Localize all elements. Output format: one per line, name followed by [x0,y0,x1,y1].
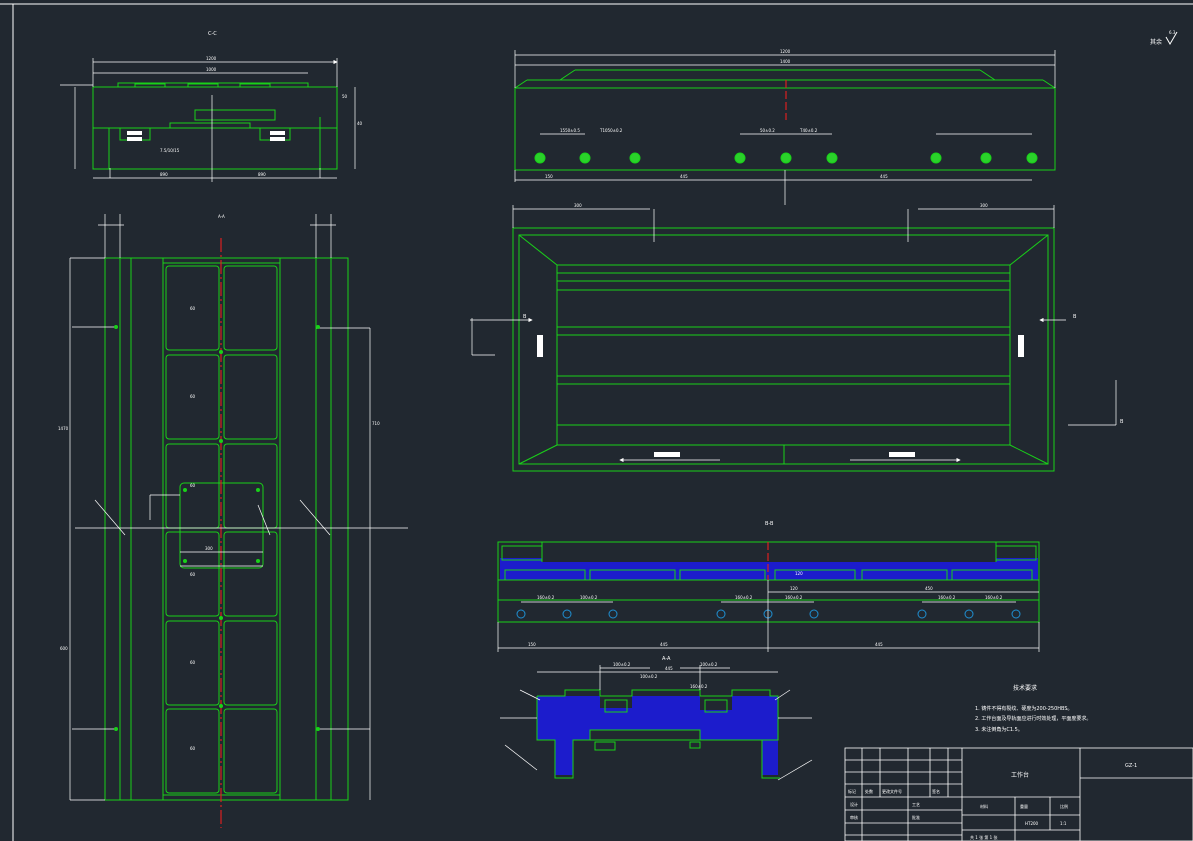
tb-sheet: 共 1 张 第 1 张 [970,834,997,840]
section-b-dim-445b: 445 [875,642,883,647]
section-a-title: A-A [662,656,671,662]
tb-material: HT200 [1025,821,1039,826]
plan-label-b1: B [523,314,527,320]
plan-dim-300b: 300 [980,203,988,208]
top-view-dim-890a: 890 [160,172,168,177]
tb-material-h3: 比例 [1060,803,1068,809]
title-block: 标记 处数 更改文件号 签名 设计 审核 工艺 批准 工作台 材料 重量 比例 … [844,747,1193,841]
section-b-b: B-B [497,521,1040,652]
section-b-label-4: 160±0.2 [785,595,803,600]
tb-role-2: 审核 [850,814,858,820]
left-view: A-A [58,214,408,828]
left-mark-5: 60 [190,660,196,665]
section-b-label-1: 160±0.2 [537,595,555,600]
left-view-title: A-A [218,214,225,219]
plan-label-b2: B [1073,314,1077,320]
tb-header-5: 签名 [932,788,940,794]
top-view-dim-50: 50 [342,94,348,99]
tb-role-3: 工艺 [912,802,920,807]
front-label-4: T40±0.2 [799,128,818,133]
section-b-dim-120: 120 [795,571,803,576]
tb-scale: 1:1 [1060,821,1067,826]
top-view-dim-1000: 1000 [206,67,217,72]
left-mark-6: 60 [190,746,196,751]
left-mark-3: 60 [190,483,196,488]
section-b-label-6: 160±0.2 [985,595,1003,600]
section-b-dim-150: 150 [528,642,536,647]
front-dim-1400: 1400 [780,59,791,64]
tb-part-name: 工作台 [1011,771,1029,779]
top-view-dim-40: 40 [357,121,363,126]
left-dim-1470: 1470 [58,426,69,431]
left-mark-4: 60 [190,572,196,577]
section-b-title: B-B [765,521,774,527]
left-dim-600: 600 [60,646,68,651]
plan-dim-300a: 300 [574,203,582,208]
section-a-label-4: 160±0.2 [690,684,708,689]
top-view-note: 7.5/10/15 [160,148,180,153]
front-label-3: 50±0.2 [760,128,775,133]
section-b-dim-120b: 120 [790,586,798,591]
tb-header-1: 标记 [848,788,856,794]
tb-role-4: 批准 [912,814,920,820]
section-a-a: A-A 100±0.2 100±0.2 100±0.2 160±0.2 [500,656,813,781]
section-a-label-1: 100±0.2 [613,662,631,667]
section-a-label-2: 100±0.2 [700,662,718,667]
front-label-1: 1550±0.5 [560,128,580,133]
left-mark-1: 60 [190,306,196,311]
roughness-label: 其余 [1150,38,1162,46]
section-b-label-3: 160±0.2 [735,595,753,600]
section-b-label-5: 160±0.2 [938,595,956,600]
tech-req-item-3: 3. 未注倒角为C1.5。 [975,726,1023,733]
plan-label-b3: B [1120,419,1124,425]
section-a-dim-445: 445 [665,666,673,671]
front-dim-445a: 445 [680,174,688,179]
tb-drawing-number: GZ-1 [1125,763,1137,769]
tb-material-h1: 材料 [980,803,988,809]
section-b-dim-450: 450 [925,586,933,591]
tb-header-2: 处数 [865,788,873,794]
section-b-dim-445a: 445 [660,642,668,647]
top-view-dim-1200: 1200 [206,56,217,61]
section-a-label-3: 100±0.2 [640,674,658,679]
front-view: 1200 1400 1550±0.5 T1050±0.2 50±0.2 T40±… [514,49,1056,205]
front-dim-150: 150 [545,174,553,179]
tech-req-title: 技术要求 [1013,684,1037,692]
plan-view: 300 300 B B B [470,203,1124,472]
left-dim-710: 710 [372,421,380,426]
tech-req-item-1: 1. 铸件不得有裂纹、硬度为200-250HBS。 [975,705,1073,712]
left-dim-300: 300 [205,546,213,551]
tb-role-1: 设计 [850,801,858,807]
top-view-dim-890b: 890 [258,172,266,177]
drawing-border [0,3,1193,841]
roughness-value: 6.3 [1169,30,1176,35]
front-dim-1200: 1200 [780,49,791,54]
tb-header-4: 更改文件号 [882,788,902,794]
tech-req-item-2: 2. 工作台面及导轨面应进行时效处理，平面度要求。 [975,715,1091,722]
tb-material-h2: 重量 [1020,803,1028,809]
top-left-view: C-C [60,31,363,182]
tech-requirements: 技术要求 1. 铸件不得有裂纹、硬度为200-250HBS。 2. 工作台面及导… [975,684,1091,733]
roughness-symbol: 其余 6.3 [1150,30,1178,46]
front-dim-445b: 445 [880,174,888,179]
left-mark-2: 60 [190,394,196,399]
section-b-label-2: 100±0.2 [580,595,598,600]
top-left-title: C-C [208,31,217,37]
front-label-2: T1050±0.2 [599,128,623,133]
